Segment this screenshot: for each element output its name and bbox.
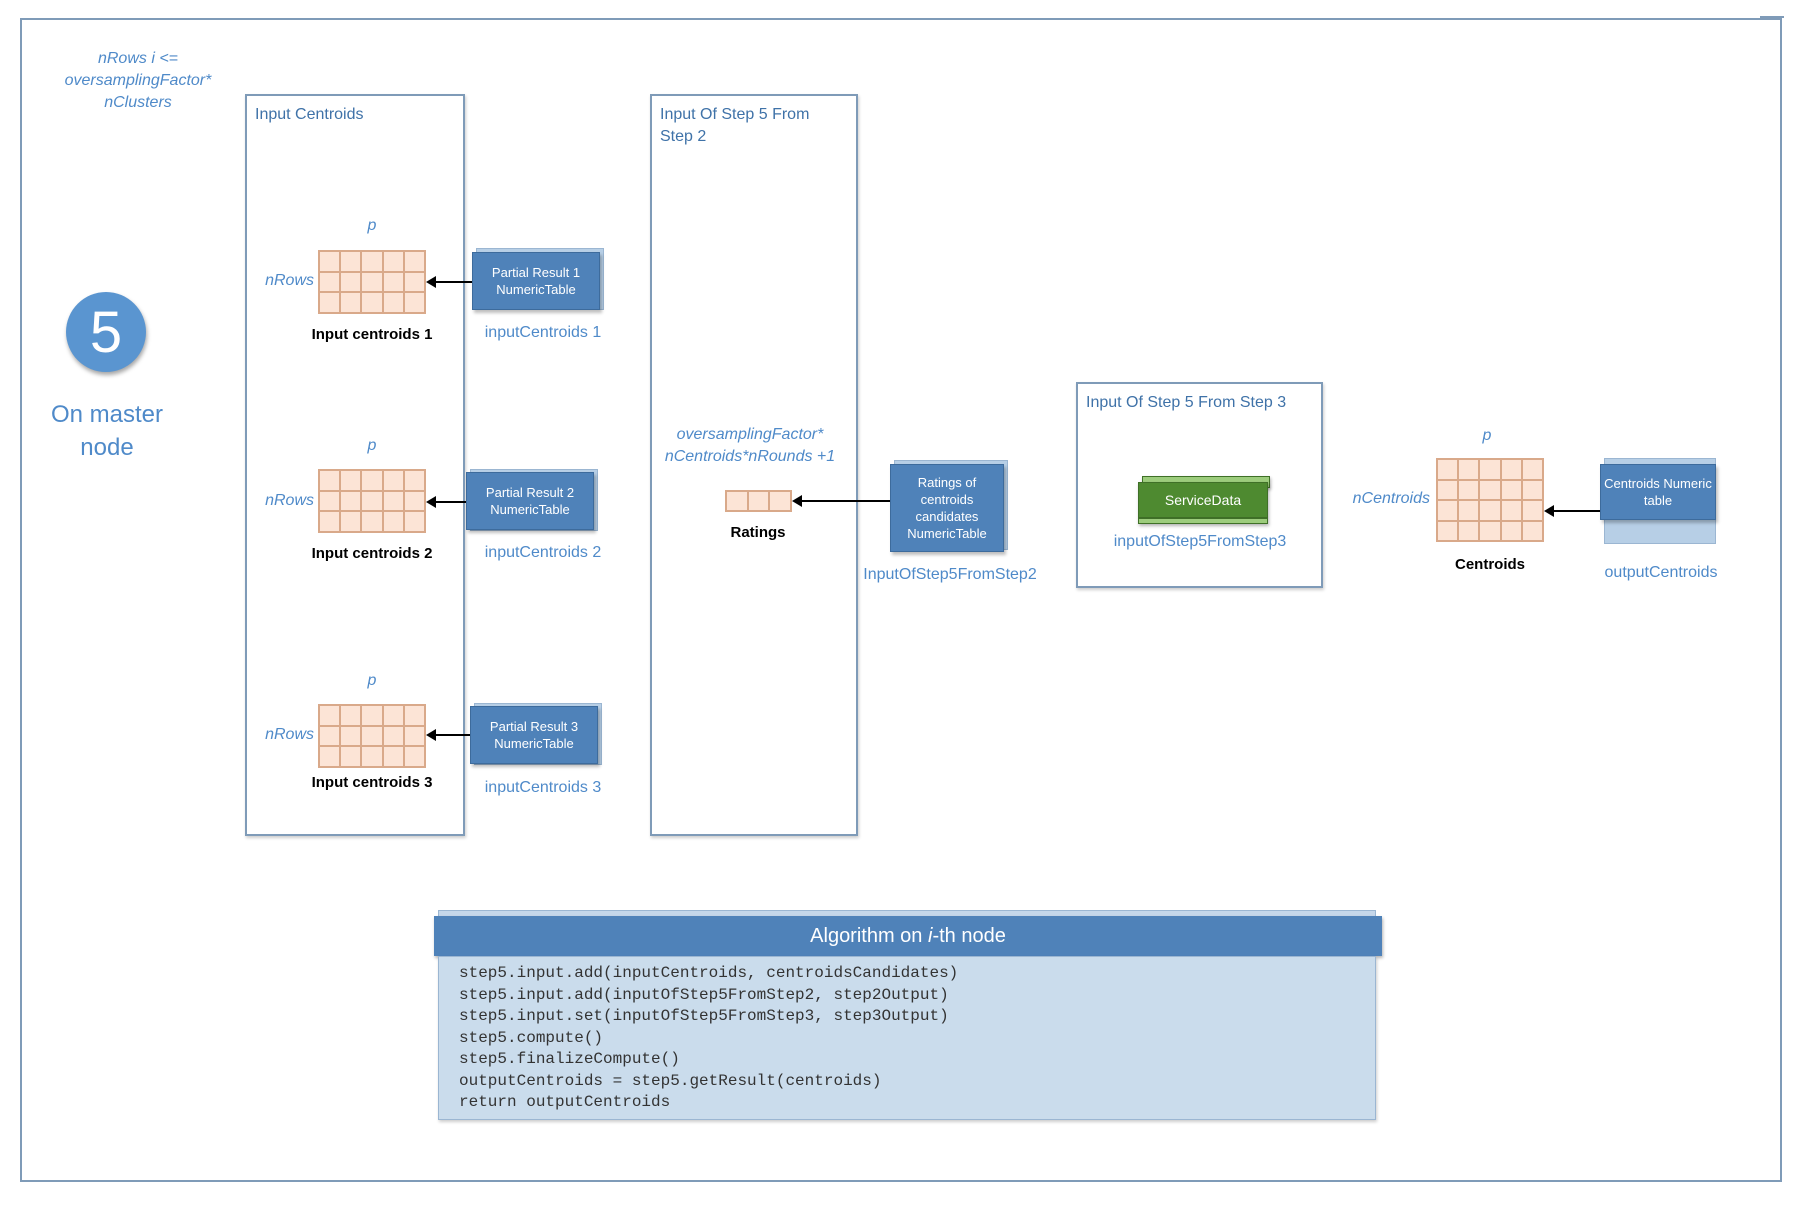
input-centroids-3-col-label: p: [367, 672, 377, 689]
step2-input-panel-title: Input Of Step 5 From Step 2: [660, 106, 810, 145]
rows-note: nRows i <= oversamplingFactor* nClusters: [64, 50, 212, 111]
input-centroids-1-input-name: inputCentroids 1: [484, 324, 602, 341]
code-line-7: return outputCentroids: [459, 1093, 671, 1111]
algorithm-title: Algorithm on i-th node: [434, 916, 1382, 956]
input-centroids-1-col-label: p: [367, 217, 377, 234]
output-centroids-table-grid: [1436, 458, 1544, 542]
input-centroids-3-input-name: inputCentroids 3: [484, 779, 602, 796]
input-centroids-3-arrow: [434, 734, 472, 736]
input-centroids-2-arrowhead: [426, 496, 436, 508]
input-centroids-2-col-label: p: [367, 437, 377, 454]
input-centroids-1-table-grid: [318, 250, 426, 314]
step2-input-name: InputOfStep5FromStep2: [863, 566, 1037, 583]
step3-input-panel-title: Input Of Step 5 From Step 3: [1086, 394, 1287, 411]
step3-input-name: inputOfStep5FromStep3: [1113, 533, 1287, 550]
step2-input-panel: Input Of Step 5 From Step 2: [650, 94, 858, 836]
code-line-5: step5.finalizeCompute(): [459, 1050, 680, 1068]
code-line-3: step5.input.set(inputOfStep5FromStep3, s…: [459, 1007, 949, 1025]
input-centroids-panel-title: Input Centroids: [255, 106, 364, 123]
output-arrow: [1552, 510, 1600, 512]
algorithm-title-suffix: -th node: [932, 924, 1006, 947]
input-centroids-1-caption: Input centroids 1: [311, 326, 433, 343]
partial-result-3-table[interactable]: Partial Result 3 NumericTable: [470, 706, 598, 764]
input-centroids-3-table-grid: [318, 704, 426, 768]
ratings-numeric-table[interactable]: Ratings of centroids candidates NumericT…: [890, 464, 1004, 552]
partial-result-2-table[interactable]: Partial Result 2 NumericTable: [466, 472, 594, 530]
step-number-badge: 5: [66, 292, 146, 372]
output-name: outputCentroids: [1604, 564, 1718, 581]
input-centroids-1-arrow: [434, 281, 474, 283]
input-centroids-2-caption: Input centroids 2: [311, 545, 433, 562]
algorithm-title-italic: i: [928, 924, 933, 947]
ratings-table-grid: [725, 490, 792, 512]
step3-input-panel: Input Of Step 5 From Step 3: [1076, 382, 1323, 588]
service-data-box[interactable]: ServiceData: [1138, 482, 1268, 518]
input-centroids-3-row-label: nRows: [265, 726, 314, 743]
output-arrowhead: [1544, 505, 1554, 517]
frame-corner-mark: [1760, 16, 1784, 18]
code-line-6: outputCentroids = step5.getResult(centro…: [459, 1071, 882, 1090]
ratings-size-note: oversamplingFactor* nCentroids*nRounds +…: [664, 426, 836, 465]
input-centroids-2-table-grid: [318, 469, 426, 533]
frame-corner-mark-vertical: [1780, 16, 1782, 54]
output-numeric-table[interactable]: Centroids Numeric table: [1600, 464, 1716, 520]
diagram-frame: [20, 18, 1782, 1182]
output-row-label: nCentroids: [1352, 490, 1430, 507]
input-centroids-2-row-label: nRows: [265, 492, 314, 509]
input-centroids-1-row-label: nRows: [265, 272, 314, 289]
node-label: On master node: [50, 401, 164, 461]
code-line-1: step5.input.add(inputCentroids, centroid…: [459, 964, 959, 982]
partial-result-1-table[interactable]: Partial Result 1 NumericTable: [472, 252, 600, 310]
ratings-caption: Ratings: [730, 524, 786, 541]
code-line-4: step5.compute(): [459, 1028, 604, 1047]
ratings-arrow: [800, 500, 892, 502]
output-caption: Centroids: [1454, 556, 1525, 573]
ratings-arrowhead: [792, 495, 802, 507]
input-centroids-3-arrowhead: [426, 729, 436, 741]
input-centroids-3-caption: Input centroids 3: [311, 774, 433, 791]
input-centroids-2-arrow: [434, 501, 468, 503]
code-line-2: step5.input.add(inputOfStep5FromStep2, s…: [459, 985, 949, 1004]
input-centroids-2-input-name: inputCentroids 2: [484, 544, 602, 561]
input-centroids-1-arrowhead: [426, 276, 436, 288]
service-data-bottom-bar: [1138, 518, 1268, 524]
output-col-label: p: [1482, 427, 1492, 444]
algorithm-title-prefix: Algorithm on: [810, 924, 928, 947]
algorithm-code-box: step5.input.add(inputCentroids, centroid…: [438, 956, 1376, 1120]
